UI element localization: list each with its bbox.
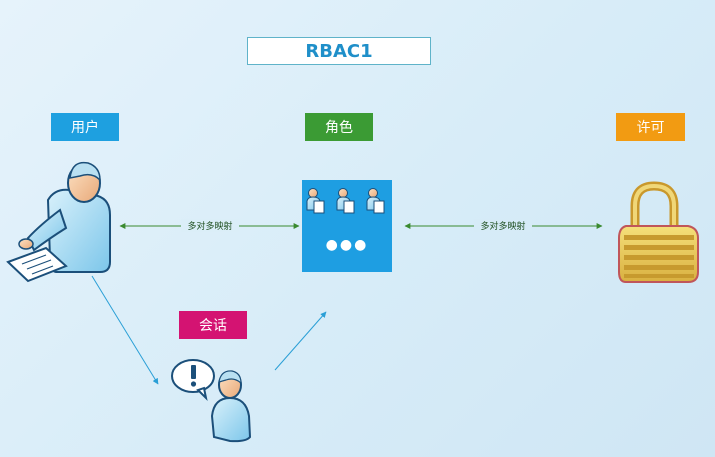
user-reading-document-icon bbox=[6, 161, 111, 283]
user-label: 用户 bbox=[51, 113, 119, 141]
session-label: 会话 bbox=[179, 311, 247, 339]
user-role-mapping-label: 多对多映射 bbox=[187, 220, 232, 232]
diagram-title: RBAC1 bbox=[247, 37, 431, 65]
user-question-icon bbox=[171, 359, 252, 443]
role-ellipsis: ●●● bbox=[326, 237, 369, 253]
permission-label: 许可 bbox=[616, 113, 685, 141]
padlock-icon bbox=[618, 181, 699, 283]
user-group-icon bbox=[306, 188, 385, 214]
role-label: 角色 bbox=[305, 113, 373, 141]
session-role-arrow bbox=[274, 311, 327, 371]
user-session-arrow bbox=[91, 275, 159, 385]
role-permission-mapping-label: 多对多映射 bbox=[480, 220, 525, 232]
role-permission-label-bg bbox=[474, 219, 532, 232]
user-role-label-bg bbox=[181, 219, 239, 232]
